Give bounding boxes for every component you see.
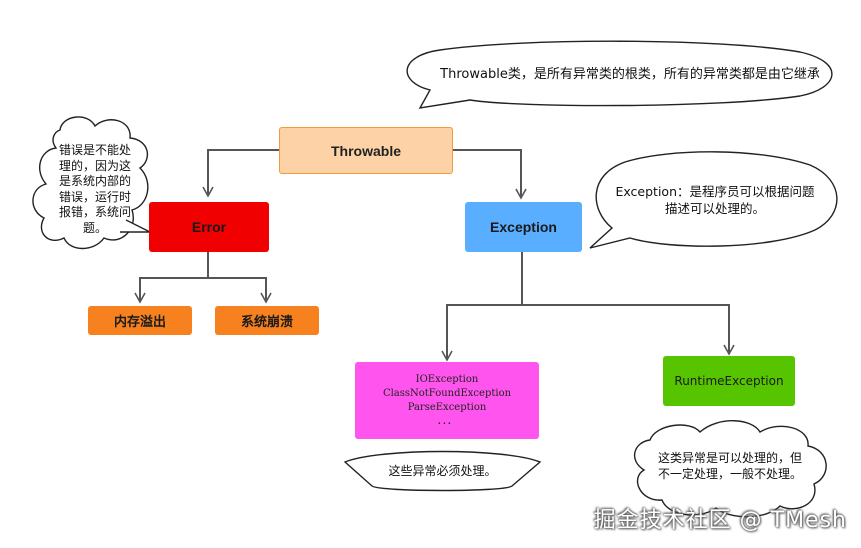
error-callout-line: 错误是不能处: [58, 143, 131, 157]
error-callout-line: 报错，系统问: [58, 205, 131, 219]
connector-throwable-exception: [453, 149, 527, 200]
exception-callout-bubble: [589, 151, 838, 249]
checked-callout-banner: [343, 450, 542, 492]
connector-error-crash: [208, 277, 272, 304]
checked-exception-more: ．．．: [437, 415, 457, 427]
checked-callout-text: 这些异常必须处理。: [388, 464, 497, 478]
exception-callout-text: Exception：是程序员可以根据问题 描述可以处理的。: [600, 183, 830, 217]
exception-callout-line: 描述可以处理的。: [664, 201, 765, 216]
connector-error-memory: [134, 252, 209, 304]
error-callout-text: 错误是不能处 理的，因为这 是系统内部的 错误，运行时 报错，系统问 题。: [50, 143, 140, 236]
checked-exceptions-node: IOException ClassNotFoundException Parse…: [355, 362, 539, 439]
throwable-callout-text: Throwable类，是所有异常类的根类，所有的异常类都是由它继承: [440, 67, 820, 82]
throwable-node: Throwable: [279, 127, 453, 174]
system-crash-node: 系统崩溃: [215, 306, 319, 335]
runtime-callout-text: 这类异常是可以处理的，但 不一定处理，一般不处理。: [640, 450, 820, 482]
connector-exception-checked: [441, 252, 523, 362]
runtime-callout-line: 不一定处理，一般不处理。: [657, 467, 802, 481]
error-callout-line: 错误，运行时: [58, 189, 131, 204]
error-callout-cloud: [32, 116, 149, 250]
checked-exception-classnotfound: ClassNotFoundException: [382, 387, 512, 399]
watermark: 掘金技术社区 @ TMesh: [593, 508, 847, 533]
error-callout-line: 理的，因为这: [58, 158, 131, 173]
checked-exception-io: IOException: [415, 373, 479, 385]
exception-node: Exception: [465, 202, 582, 252]
connector-exception-runtime: [522, 304, 735, 356]
error-node: Error: [149, 202, 269, 252]
runtime-exception-node: RuntimeException: [663, 356, 795, 406]
exception-callout-line: Exception：是程序员可以根据问题: [615, 184, 815, 199]
memory-overflow-node: 内存溢出: [88, 306, 192, 335]
runtime-callout-line: 这类异常是可以处理的，但: [657, 451, 802, 465]
throwable-callout-bubble: [406, 40, 833, 109]
error-callout-line: 是系统内部的: [58, 174, 131, 188]
checked-exception-parse: ParseException: [407, 401, 487, 413]
error-callout-line: 题。: [82, 220, 107, 235]
runtime-callout-cloud: [633, 420, 827, 518]
connector-throwable-error: [202, 149, 279, 198]
